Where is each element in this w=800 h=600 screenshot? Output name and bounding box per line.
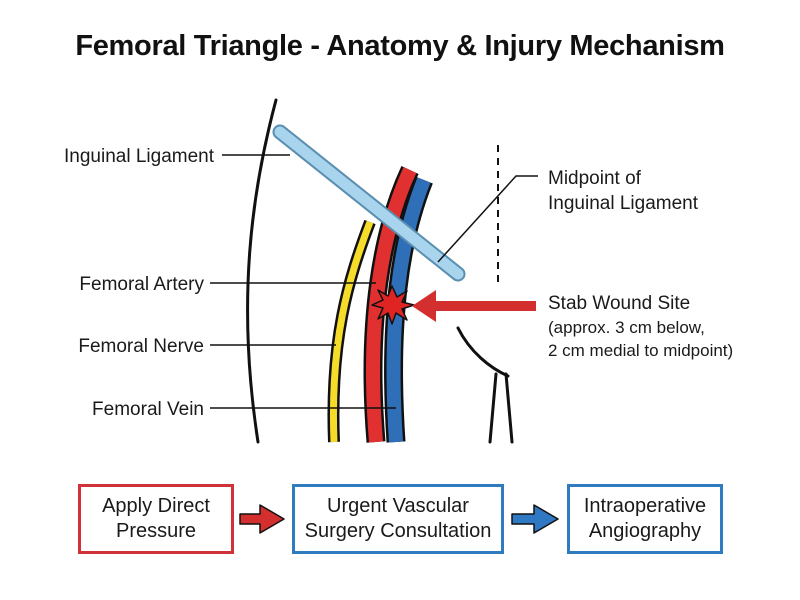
label-femoral-vein: Femoral Vein xyxy=(92,399,204,420)
midpoint-leader xyxy=(437,175,538,263)
femoral-nerve-fill xyxy=(329,220,374,443)
label-inguinal-ligament: Inguinal Ligament xyxy=(64,146,215,167)
label-stab-wound-detail-2: 2 cm medial to midpoint) xyxy=(548,341,733,360)
label-stab-wound-detail-1: (approx. 3 cm below, xyxy=(548,318,705,337)
step-3-line-2: Angiography xyxy=(588,520,702,542)
step-intraoperative-angiography: Intraoperative Angiography xyxy=(567,484,723,554)
step-1-line-2: Pressure xyxy=(115,520,197,542)
step-2-line-1: Urgent Vascular xyxy=(327,495,469,517)
step-apply-direct-pressure: Apply Direct Pressure xyxy=(78,484,234,554)
flow-arrow-2 xyxy=(511,504,559,534)
stab-wound-arrow xyxy=(412,290,536,322)
label-femoral-nerve: Femoral Nerve xyxy=(78,336,204,357)
femoral-artery-fill xyxy=(366,167,417,443)
step-1-line-1: Apply Direct xyxy=(102,495,210,517)
label-stab-wound-title: Stab Wound Site xyxy=(548,293,690,314)
stab-wound-star xyxy=(371,285,415,325)
inguinal-ligament xyxy=(274,126,464,280)
flow-arrow-1 xyxy=(239,504,285,534)
thigh-outline xyxy=(246,98,278,444)
step-urgent-vascular-consultation: Urgent Vascular Surgery Consultation xyxy=(292,484,504,554)
medial-contour-left-leg xyxy=(488,372,498,444)
label-femoral-artery: Femoral Artery xyxy=(79,274,204,295)
label-midpoint-line1: Midpoint of xyxy=(548,168,642,189)
label-midpoint-line2: Inguinal Ligament xyxy=(548,193,699,214)
medial-contour-curve xyxy=(456,326,510,378)
page-title: Femoral Triangle - Anatomy & Injury Mech… xyxy=(75,30,725,62)
step-2-line-2: Surgery Consultation xyxy=(304,520,492,542)
femoral-vein-fill xyxy=(386,177,431,443)
step-3-line-1: Intraoperative xyxy=(583,495,707,517)
medial-contour-right-leg xyxy=(504,372,514,444)
